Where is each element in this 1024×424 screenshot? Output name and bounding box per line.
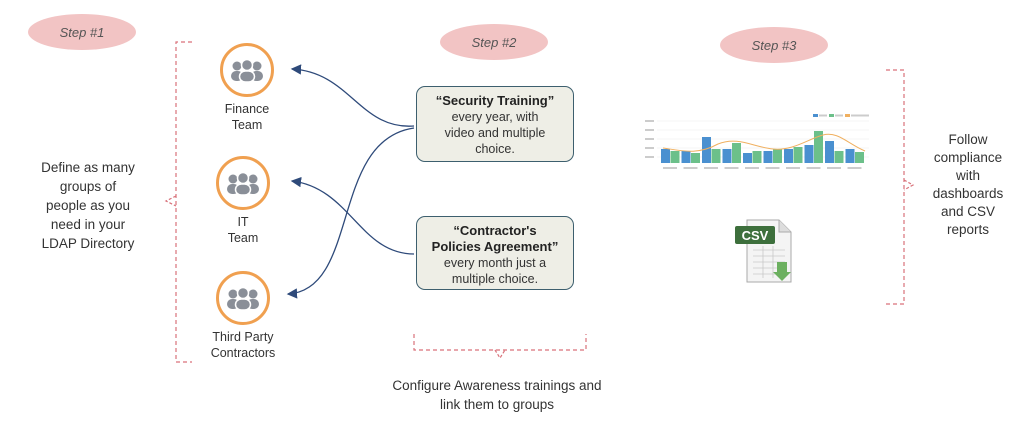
chart-bar: [773, 149, 782, 163]
step-3-label: Step #3: [751, 37, 797, 53]
step-2-bracket-tip: [494, 349, 506, 360]
chart-bar: [670, 151, 680, 163]
arrow-contractor-to-it: [290, 176, 415, 255]
step-2-bracket: [413, 334, 587, 351]
chart-legend: [813, 114, 869, 117]
step-3-line: Follow: [948, 132, 988, 147]
step-1-line: people as you: [45, 198, 131, 213]
chart-bar: [814, 131, 823, 163]
training-desc-line: every month just a: [443, 256, 547, 270]
step-2-line: Configure Awareness trainings and: [392, 378, 602, 393]
step-3-pill: Step #3: [720, 27, 828, 63]
chart-bar: [691, 153, 700, 163]
step-3-description: Follow compliance with dashboards and CS…: [918, 131, 1018, 239]
step-3-bracket: [886, 69, 905, 305]
group-name-line: Team: [227, 231, 259, 245]
chart-bar: [743, 153, 752, 163]
chart-y-ticks: [645, 120, 654, 158]
chart-bar: [784, 149, 793, 163]
chart-bar: [834, 151, 844, 163]
step-2-label: Step #2: [471, 34, 517, 50]
chart-bar: [722, 149, 732, 163]
group-name-line: Finance: [224, 102, 270, 116]
people-group-icon: [216, 271, 270, 325]
training-contractor-box: “Contractor's Policies Agreement” every …: [416, 216, 574, 290]
step-1-line: Define as many: [41, 160, 135, 175]
step-1-bracket: [175, 41, 192, 363]
chart-bars: [661, 131, 864, 163]
step-3-line: and CSV: [940, 204, 996, 219]
training-title: Policies Agreement”: [431, 239, 559, 254]
dashboard-chart-thumbnail: [645, 114, 869, 169]
chart-x-tick-label: [704, 167, 718, 169]
group-name-line: Contractors: [210, 346, 276, 360]
chart-x-tick-label: [847, 167, 862, 169]
group-third-party-contractors: Third Party Contractors: [188, 271, 298, 361]
chart-bar: [661, 149, 670, 163]
step-3-bracket-tip: [903, 179, 915, 191]
chart-trend-line: [662, 133, 866, 152]
chart-x-tick-label: [786, 167, 800, 169]
chart-bar: [732, 143, 741, 163]
step-1-line: LDAP Directory: [41, 236, 135, 251]
chart-x-tick-label: [827, 167, 841, 169]
group-name-line: IT: [237, 215, 249, 229]
chart-bar: [845, 149, 855, 163]
step-1-bracket-tip: [164, 195, 177, 207]
group-name-line: Team: [231, 118, 263, 132]
training-security-box: “Security Training” every year, with vid…: [416, 86, 574, 162]
step-3-line: compliance: [933, 150, 1003, 165]
training-title: “Contractor's: [453, 223, 537, 238]
arrow-security-to-finance: [290, 64, 415, 127]
chart-x-labels: [663, 167, 862, 169]
training-desc-line: every year, with: [451, 110, 539, 124]
chart-bar: [855, 152, 864, 163]
step-2-pill: Step #2: [440, 24, 548, 60]
step-3-line: reports: [946, 222, 990, 237]
step-1-label: Step #1: [59, 24, 105, 40]
training-desc-line: choice.: [475, 142, 515, 156]
chart-bar: [804, 145, 814, 163]
csv-file-icon: CSV: [735, 219, 792, 283]
chart-x-tick-label: [724, 167, 739, 169]
arrow-security-to-contractors: [286, 127, 415, 299]
chart-bar: [711, 149, 721, 163]
group-name-line: Third Party: [212, 330, 274, 344]
chart-bar: [793, 147, 803, 163]
chart-x-tick-label: [765, 167, 780, 169]
chart-x-tick-label: [806, 167, 821, 169]
chart-bar: [763, 151, 773, 163]
people-group-icon: [216, 156, 270, 210]
step-2-description: Configure Awareness trainings and link t…: [352, 376, 642, 414]
step-1-line: groups of: [59, 179, 117, 194]
chart-bar: [702, 137, 711, 163]
chart-x-tick-label: [663, 167, 677, 169]
step-3-line: dashboards: [932, 186, 1004, 201]
chart-bar: [752, 151, 762, 163]
group-it-team: IT Team: [188, 156, 298, 246]
step-1-description: Define as many groups of people as you n…: [22, 158, 154, 253]
chart-x-tick-label: [683, 167, 698, 169]
people-group-icon: [220, 43, 274, 97]
chart-bar: [825, 141, 834, 163]
step-1-line: need in your: [50, 217, 126, 232]
step-2-line: link them to groups: [439, 397, 555, 412]
chart-x-tick-label: [745, 167, 759, 169]
training-title: “Security Training”: [435, 93, 555, 108]
step-1-pill: Step #1: [28, 14, 136, 50]
csv-icon-label: CSV: [742, 228, 769, 243]
chart-bar: [681, 151, 691, 163]
group-finance-team: Finance Team: [192, 43, 302, 133]
step-3-line: with: [955, 168, 980, 183]
training-desc-line: multiple choice.: [451, 272, 539, 286]
training-desc-line: video and multiple: [444, 126, 546, 140]
